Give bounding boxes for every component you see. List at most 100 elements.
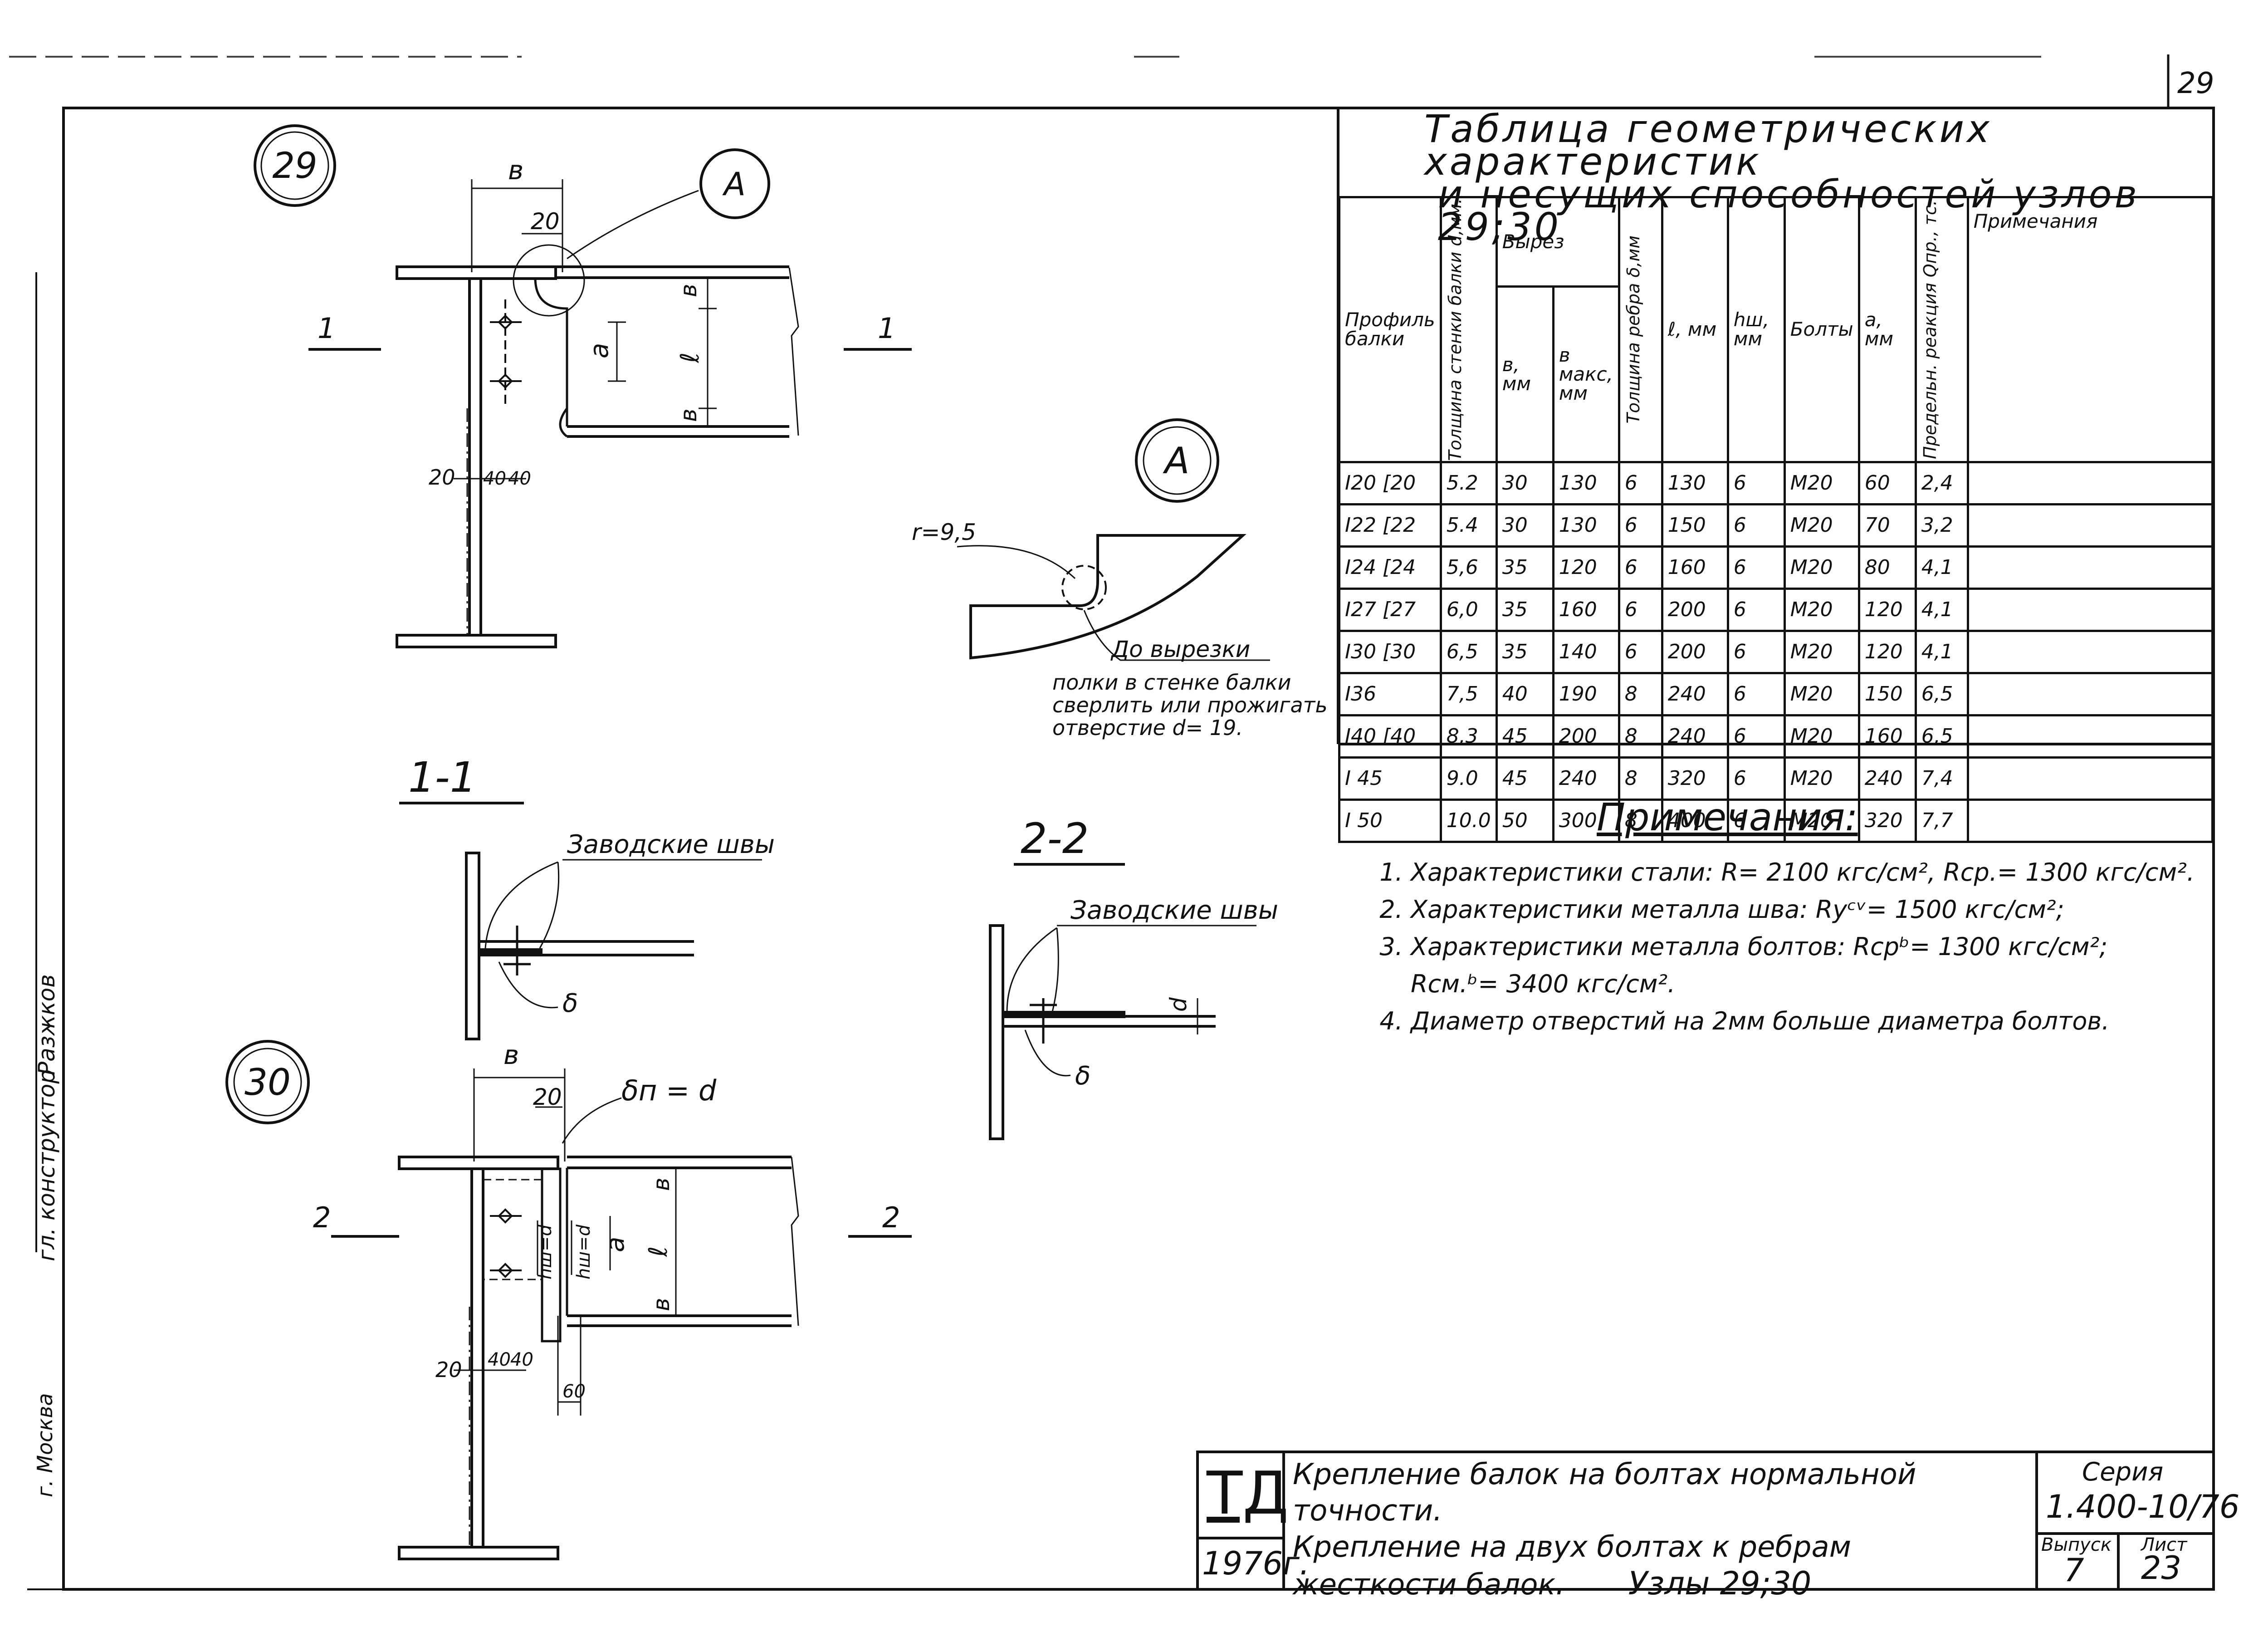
stamp-role: гл. конструктор bbox=[34, 1069, 60, 1261]
head-profile: Профиль балки bbox=[1338, 196, 1442, 463]
table-cell: 4,1 bbox=[1914, 629, 1969, 674]
note-item: Диаметр отверстий на 2мм больше диаметра… bbox=[1411, 1003, 2195, 1040]
table-cell: 80 bbox=[1857, 545, 1917, 590]
dim-30-20-left: 20 bbox=[435, 1358, 462, 1382]
table-cell bbox=[1966, 461, 2214, 505]
notes-list: Характеристики стали: R= 2100 кгс/см², R… bbox=[1379, 854, 2195, 1040]
dim-30-l: ℓ bbox=[644, 1246, 673, 1257]
table-cell bbox=[1966, 798, 2214, 843]
table-cell: I30 [30 bbox=[1338, 629, 1442, 674]
table-cell: 6 bbox=[1726, 714, 1786, 759]
table-cell: 120 bbox=[1857, 629, 1917, 674]
table-cell: 45 bbox=[1495, 756, 1554, 801]
detail-a-title: А bbox=[1163, 440, 1190, 482]
table-cell: 160 bbox=[1857, 714, 1917, 759]
table-cell: I22 [22 bbox=[1338, 503, 1442, 548]
dim-29-40b: 40 bbox=[508, 468, 531, 489]
table-cell: 30 bbox=[1495, 503, 1554, 548]
table-cell: 35 bbox=[1495, 545, 1554, 590]
table-cell: 4,1 bbox=[1914, 587, 1969, 632]
table-cell bbox=[1966, 545, 2214, 590]
table-cell: 6 bbox=[1726, 756, 1786, 801]
issue-label: Выпуск bbox=[2041, 1534, 2112, 1555]
note-item: Характеристики металла шва: Rуᶜᵛ= 1500 к… bbox=[1411, 891, 2195, 928]
table-cell: 50 bbox=[1495, 798, 1554, 843]
dim-29-bb-bot: в bbox=[675, 409, 702, 422]
dim-30-bb-bot: в bbox=[648, 1298, 675, 1311]
head-hw: hш, мм bbox=[1726, 196, 1786, 463]
table-cell: 200 bbox=[1661, 587, 1729, 632]
table-cell: 8 bbox=[1618, 714, 1663, 759]
issue-value: 7 bbox=[2064, 1552, 2084, 1589]
dim-29-bb-top: в bbox=[675, 284, 702, 297]
table-cell: 120 bbox=[1857, 587, 1917, 632]
table-cell: М20 bbox=[1783, 545, 1860, 590]
table-cell: 4,1 bbox=[1914, 545, 1969, 590]
detail-a-note-4: отверстие d= 19. bbox=[1052, 716, 1243, 740]
table-cell: I40 [40 bbox=[1338, 714, 1442, 759]
notes-heading: Примечания: bbox=[1597, 795, 1858, 839]
table-cell: I27 [27 bbox=[1338, 587, 1442, 632]
table-cell: 60 bbox=[1857, 461, 1917, 505]
dim-29-l: ℓ bbox=[675, 353, 705, 363]
dim-30-b: в bbox=[503, 1039, 519, 1070]
table-cell bbox=[1966, 714, 2214, 759]
section-mark-1-left: 1 bbox=[318, 312, 335, 345]
title-block-title: Крепление балок на болтах нормальной точ… bbox=[1293, 1456, 2028, 1603]
table-cell: I24 [24 bbox=[1338, 545, 1442, 590]
dim-30-delta: δп = d bbox=[621, 1074, 717, 1107]
title-line-1: Крепление балок на болтах нормальной точ… bbox=[1293, 1458, 1916, 1528]
table-cell bbox=[1966, 629, 2214, 674]
head-thickness: Толщина стенки балки d,мм. bbox=[1445, 198, 1465, 461]
table-cell: 240 bbox=[1661, 714, 1729, 759]
table-cell: 320 bbox=[1857, 798, 1917, 843]
table-cell: 160 bbox=[1661, 545, 1729, 590]
title-block-logo: ТД bbox=[1207, 1459, 1289, 1528]
table-cell: 8 bbox=[1618, 671, 1663, 716]
title-line-3: жесткости балок.Узлы 29;30 bbox=[1293, 1565, 2028, 1603]
delta-label-2: δ bbox=[1075, 1061, 1090, 1091]
table-cell: 35 bbox=[1495, 587, 1554, 632]
head-rib: Толщина ребра δ,мм bbox=[1623, 235, 1643, 424]
table-cell: 400 bbox=[1661, 798, 1729, 843]
table-cell: 6 bbox=[1726, 545, 1786, 590]
table-cell: 200 bbox=[1552, 714, 1620, 759]
notes-block: Примечания: Характеристики стали: R= 210… bbox=[1379, 795, 2195, 1040]
table-cell: 5.2 bbox=[1439, 461, 1498, 505]
dim-29-b: в bbox=[508, 155, 523, 186]
table-cell: I 45 bbox=[1338, 756, 1442, 801]
section-2-2-drawing: 2-2 Заводские швы δ d bbox=[989, 814, 1278, 1140]
detail-a-note-1: До вырезки bbox=[1110, 636, 1250, 662]
section-mark-2-left: 2 bbox=[313, 1201, 331, 1234]
table-cell: 190 bbox=[1552, 671, 1620, 716]
table-cell: М20 bbox=[1783, 798, 1860, 843]
table-cell: М20 bbox=[1783, 503, 1860, 548]
table-cell: 8,3 bbox=[1439, 714, 1498, 759]
detail-a-note-2: полки в стенке балки bbox=[1052, 670, 1291, 695]
sheet-frame bbox=[62, 107, 2215, 1591]
table-cell: 7,7 bbox=[1914, 798, 1969, 843]
sheet-label: Лист bbox=[2141, 1534, 2187, 1555]
node-29-drawing: 29 bbox=[254, 124, 912, 648]
table-cell: 5,6 bbox=[1439, 545, 1498, 590]
detail-a-drawing: А r=9,5 До вырезки полки в стенке балки … bbox=[912, 418, 1328, 740]
title-block-frame bbox=[1196, 1451, 2215, 1591]
table-cell: 70 bbox=[1857, 503, 1917, 548]
head-a: а, мм bbox=[1857, 196, 1917, 463]
table-cell: 6 bbox=[1726, 461, 1786, 505]
node-30-drawing: 30 bbox=[225, 1039, 912, 1560]
dim-29-a: а bbox=[585, 343, 614, 358]
note-item: Характеристики стали: R= 2100 кгс/см², R… bbox=[1411, 854, 2195, 891]
table-cell: 150 bbox=[1661, 503, 1729, 548]
dim-30-a: а bbox=[601, 1237, 630, 1252]
table-cell: 10.0 bbox=[1439, 798, 1498, 843]
table-cell: I 50 bbox=[1338, 798, 1442, 843]
table-cell: 6,5 bbox=[1914, 671, 1969, 716]
